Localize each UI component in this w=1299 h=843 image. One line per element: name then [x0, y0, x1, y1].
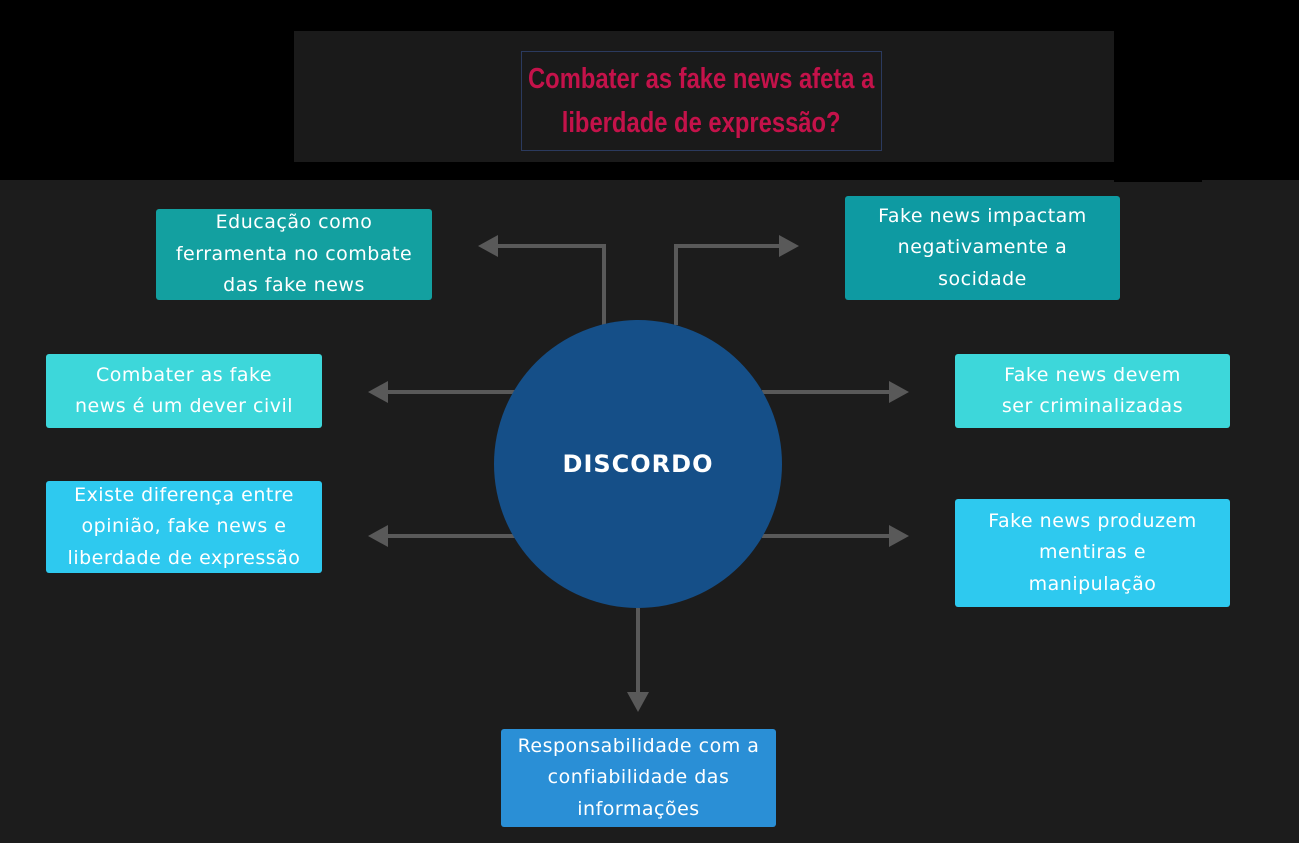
title-box: Combater as fake news afeta a liberdade … [521, 51, 882, 151]
node-text-line: socidade [938, 267, 1027, 290]
node-text-line: mentiras e [1038, 541, 1147, 564]
arrowhead-mentiras [889, 525, 909, 547]
node-text-line: news é um dever civil [74, 395, 294, 417]
title-line-1: Combater as fake news afeta a [528, 63, 875, 95]
title-band [294, 31, 1114, 162]
arrow-to-impactam [674, 244, 784, 325]
node-diferenca: Existe diferença entre opinião, fake new… [46, 481, 322, 573]
node-dever-civil: Combater as fake news é um dever civil [46, 354, 322, 428]
node-text-line: Educação como [215, 211, 373, 234]
center-node: DISCORDO [494, 320, 782, 608]
node-educacao: Educação como ferramenta no combate das … [156, 209, 432, 300]
node-text-line: Fake news impactam [878, 204, 1087, 227]
node-criminalizadas: Fake news devem ser criminalizadas [955, 354, 1230, 428]
arrowhead-criminal [889, 381, 909, 403]
node-impactam: Fake news impactam negativamente a socid… [845, 196, 1120, 300]
node-text-line: informações [577, 797, 700, 820]
node-text-line: Responsabilidade com a [517, 734, 760, 757]
title-line-2: liberdade de expressão? [562, 107, 841, 139]
node-text-line: Combater as fake [95, 363, 273, 386]
node-text-line: negativamente a [897, 236, 1068, 259]
arrowhead-diferenca [368, 525, 388, 547]
title-band-shadow [1114, 162, 1202, 182]
node-text-line: Existe diferença entre [74, 483, 294, 506]
arrowhead-impactam [779, 235, 799, 257]
arrowhead-responsab [627, 692, 649, 712]
node-text-line: confiabilidade das [547, 766, 730, 789]
node-text-line: das fake news [223, 274, 365, 297]
node-mentiras: Fake news produzem mentiras e manipulaçã… [955, 499, 1230, 607]
center-label: DISCORDO [562, 450, 714, 478]
node-text-line: manipulação [1028, 572, 1157, 595]
node-responsabilidade: Responsabilidade com a confiabilidade da… [501, 729, 776, 827]
diagram-title: Combater as fake news afeta a liberdade … [528, 57, 874, 145]
arrowhead-educacao [478, 235, 498, 257]
node-text-line: opinião, fake news e [81, 515, 287, 538]
node-text-line: liberdade de expressão [67, 546, 301, 569]
arrow-to-educacao [494, 244, 606, 325]
node-text-line: ser criminalizadas [1001, 395, 1184, 417]
node-text-line: Fake news produzem [988, 509, 1197, 532]
node-text-line: Fake news devem [1004, 363, 1181, 386]
arrowhead-dever [368, 381, 388, 403]
node-text-line: ferramenta no combate [175, 242, 413, 265]
